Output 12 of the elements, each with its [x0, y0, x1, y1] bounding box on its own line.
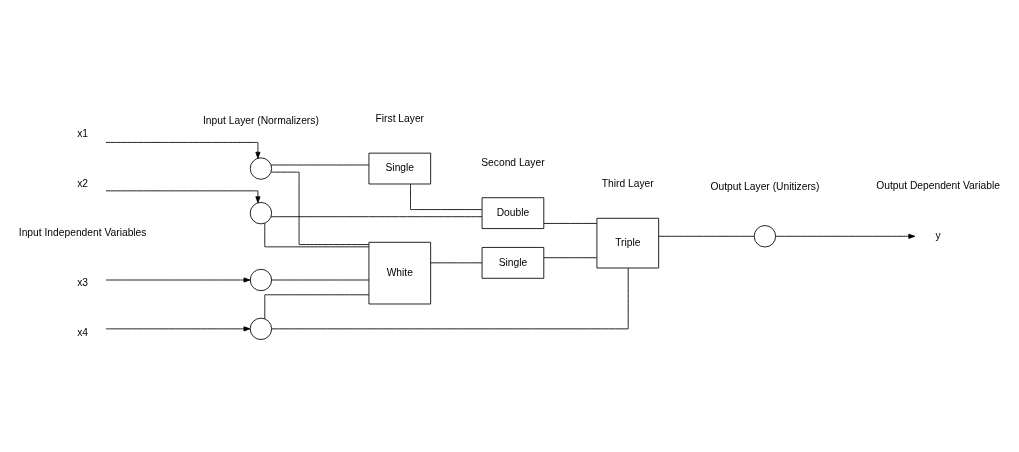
label: Input Independent Variables	[18, 227, 147, 239]
node-text: x1	[77, 127, 89, 139]
label: Output Dependent Variable	[876, 180, 1000, 192]
node-text: x3	[77, 277, 89, 289]
label: First Layer	[375, 112, 425, 124]
label: Output Layer (Unitizers)	[710, 181, 820, 193]
label: Second Layer	[481, 157, 545, 169]
node-text: x2	[77, 177, 89, 189]
node-text: x4	[77, 326, 89, 338]
label: Third Layer	[601, 177, 654, 189]
node-text: y	[935, 229, 941, 241]
label: Input Layer (Normalizers)	[203, 115, 319, 127]
